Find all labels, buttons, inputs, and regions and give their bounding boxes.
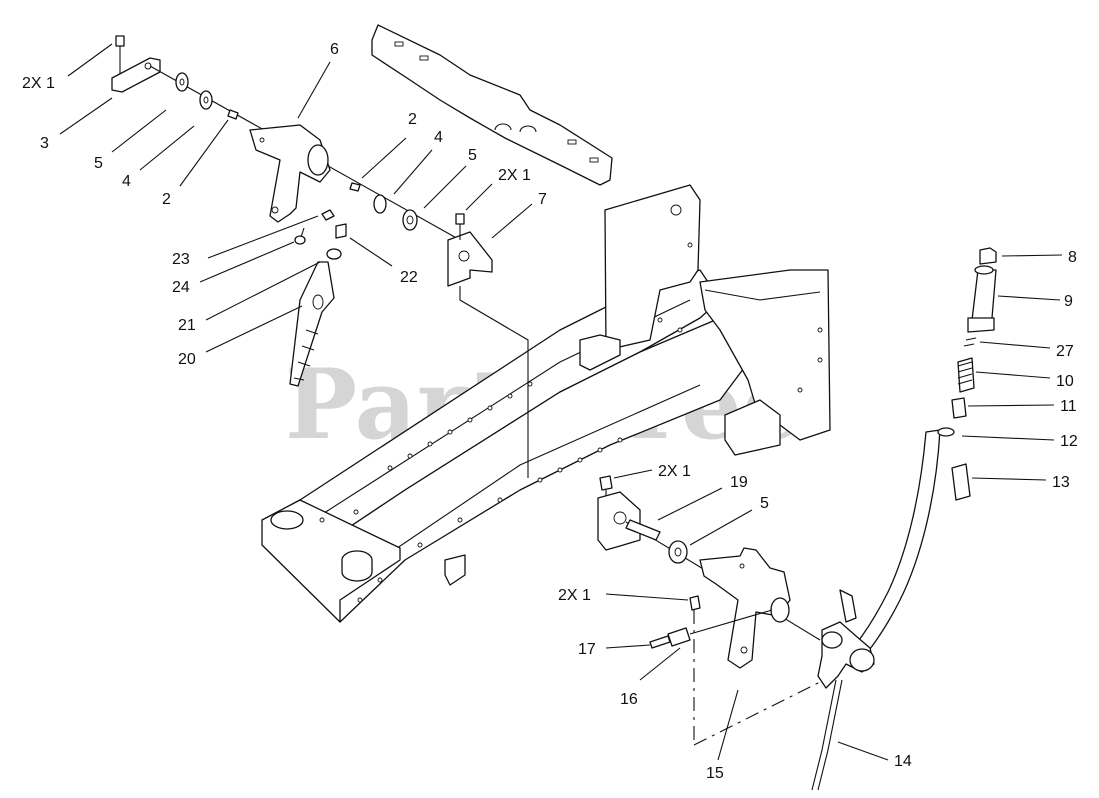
callout-7: 7 <box>538 191 547 208</box>
callout-2x1-lower: 2X 1 <box>558 587 591 604</box>
callout-6: 6 <box>330 41 339 58</box>
upper-linkage-assembly <box>111 35 529 478</box>
leader-lines <box>59 43 1063 761</box>
callout-17: 17 <box>578 641 596 658</box>
callout-4-right: 4 <box>434 129 443 146</box>
callout-9: 9 <box>1064 293 1073 310</box>
callout-23: 23 <box>172 251 190 268</box>
callout-2: 2 <box>162 191 171 208</box>
callout-5-lower: 5 <box>760 495 769 512</box>
callout-22: 22 <box>400 269 418 286</box>
callout-10: 10 <box>1056 373 1074 390</box>
callout-labels: 2X 1 3 5 4 2 6 2 4 5 2X 1 7 23 24 22 21 … <box>22 41 1078 782</box>
callout-20: 20 <box>178 351 196 368</box>
callout-11: 11 <box>1060 398 1077 415</box>
callout-2x1-upper: 2X 1 <box>498 167 531 184</box>
callout-14: 14 <box>894 753 912 770</box>
callout-8: 8 <box>1068 249 1077 266</box>
callout-2x1-top-left: 2X 1 <box>22 75 55 92</box>
callout-4: 4 <box>122 173 131 190</box>
callout-15: 15 <box>706 765 724 782</box>
frame-assembly <box>261 184 831 623</box>
callout-3: 3 <box>40 135 49 152</box>
callout-21: 21 <box>178 317 196 334</box>
choke-handle-assembly <box>811 247 997 791</box>
callout-16: 16 <box>620 691 638 708</box>
callout-24: 24 <box>172 279 190 296</box>
upper-mounting-plate <box>371 24 613 186</box>
lower-linkage-assembly <box>597 475 821 746</box>
callout-13: 13 <box>1052 474 1070 491</box>
callout-5-right: 5 <box>468 147 477 164</box>
callout-2-right: 2 <box>408 111 417 128</box>
callout-12: 12 <box>1060 433 1078 450</box>
callout-27: 27 <box>1056 343 1074 360</box>
callout-19: 19 <box>730 474 748 491</box>
callout-5: 5 <box>94 155 103 172</box>
callout-2x1-mid: 2X 1 <box>658 463 691 480</box>
